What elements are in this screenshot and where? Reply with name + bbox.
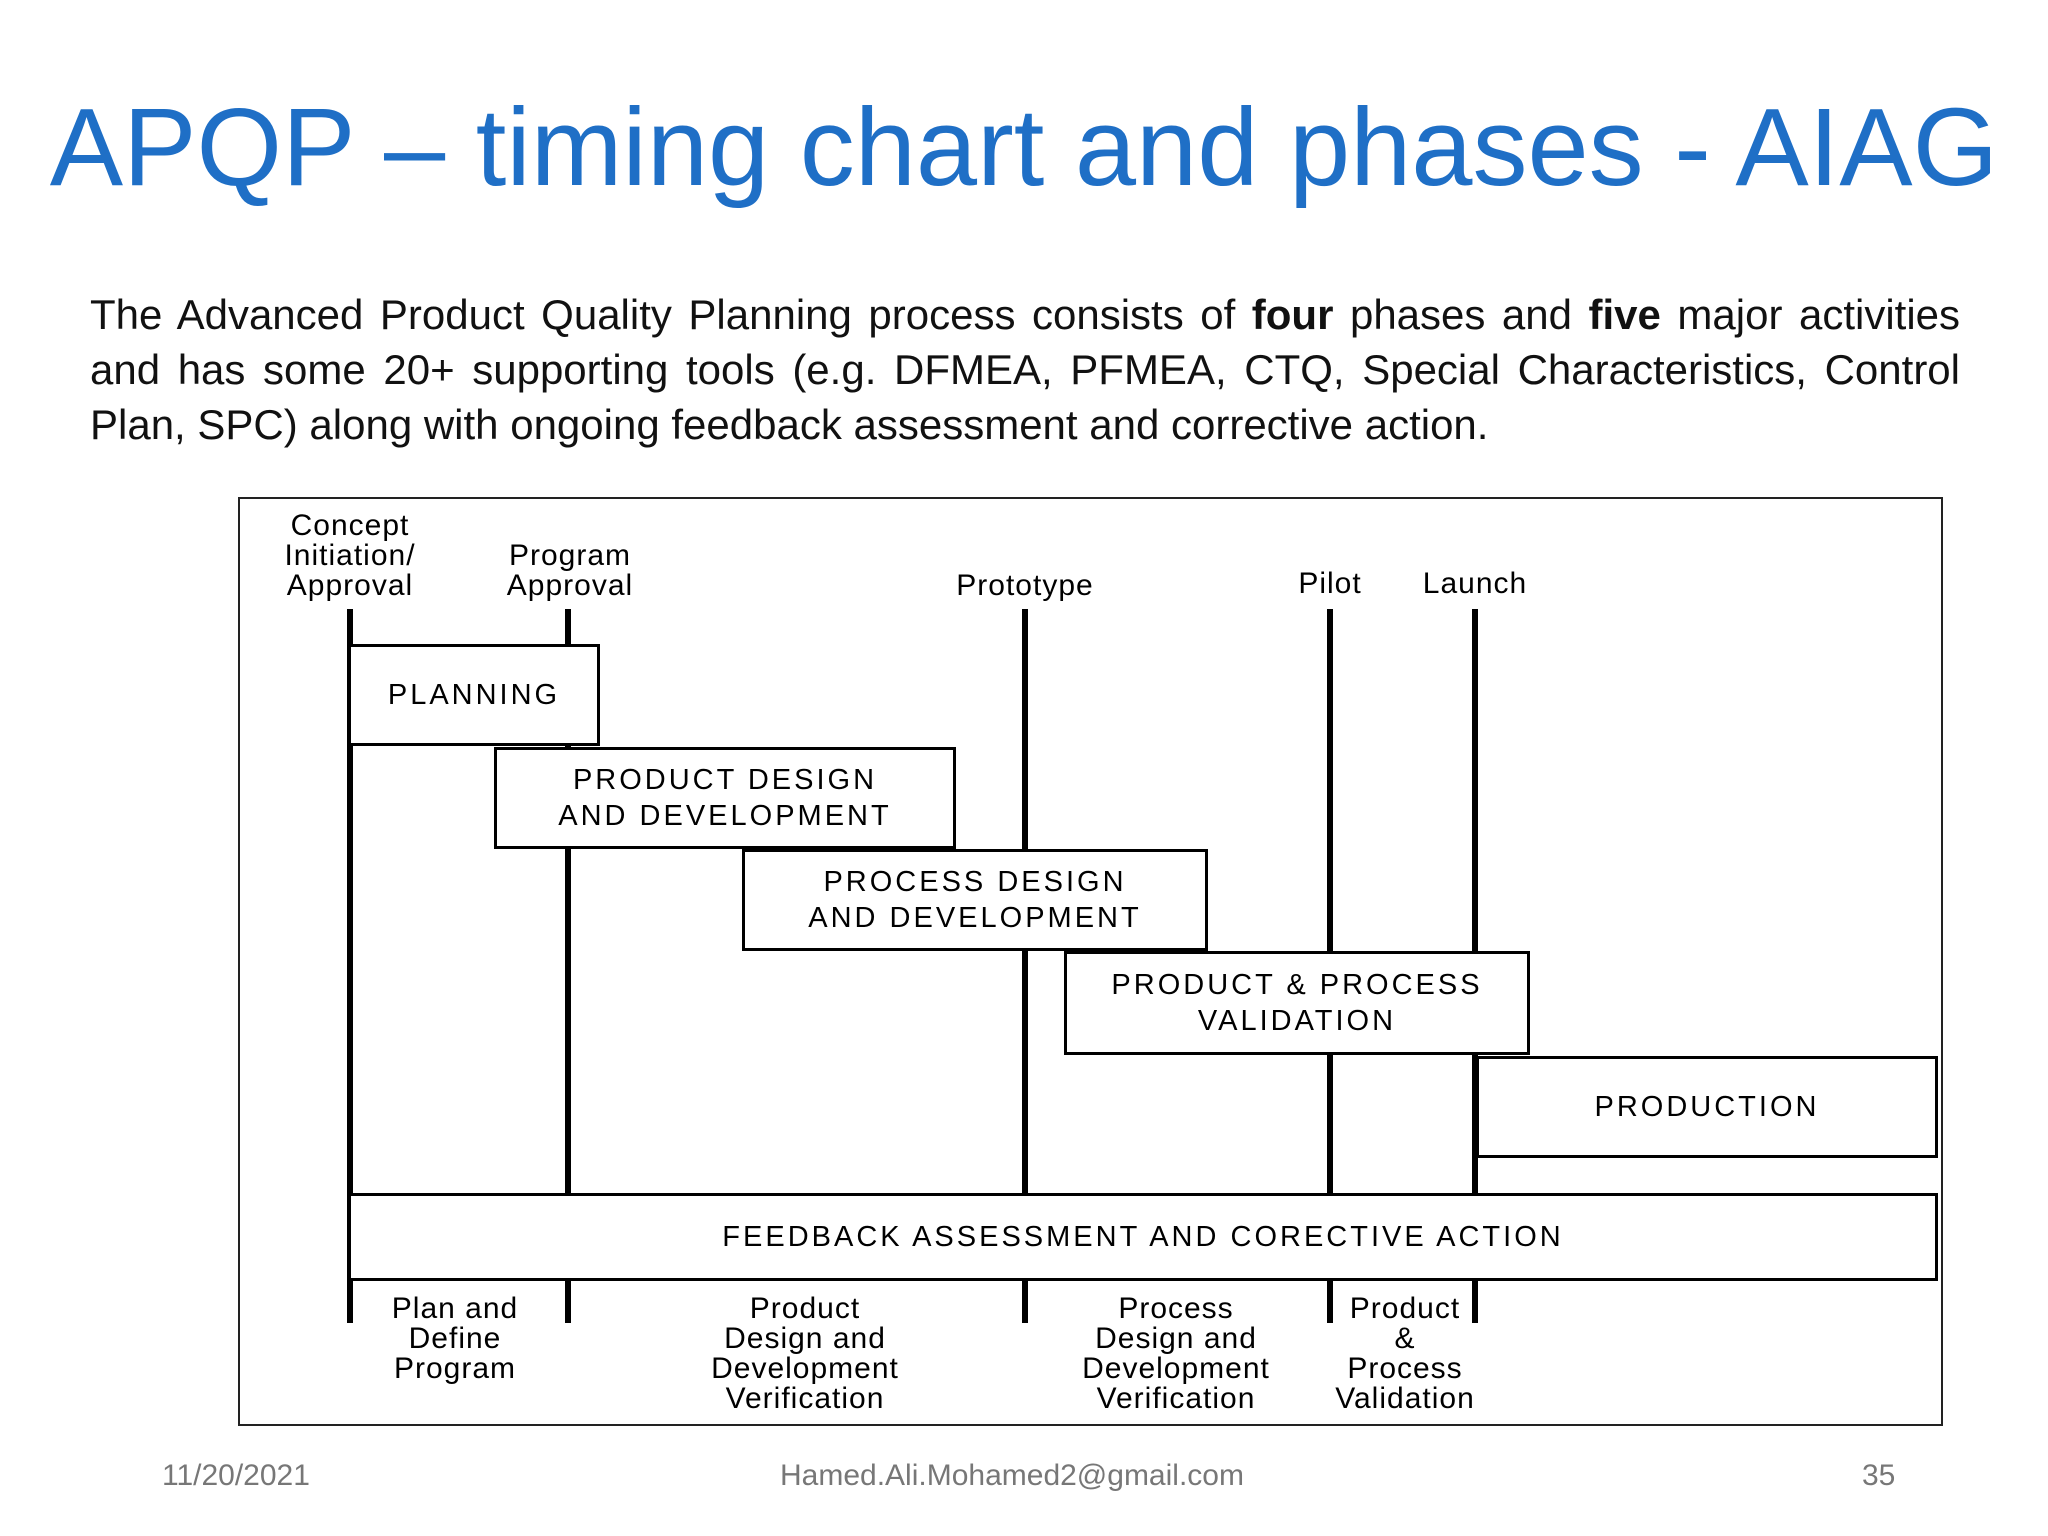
footer-date: 11/20/2021 bbox=[162, 1459, 310, 1492]
phase-planning: PLANNING bbox=[348, 644, 600, 746]
intro-text-3: major activities and has some 20+ suppor… bbox=[90, 291, 1961, 448]
phase-process-design: PROCESS DESIGN AND DEVELOPMENT bbox=[742, 849, 1208, 951]
milestone-pilot-label: Pilot bbox=[1298, 567, 1362, 600]
intro-bold-five: five bbox=[1588, 291, 1661, 338]
milestone-prototype-label: Prototype bbox=[956, 569, 1094, 602]
activity-process-verification: Process Design and Development Verificat… bbox=[1082, 1292, 1270, 1415]
milestone-program-label: Program Approval bbox=[506, 539, 634, 602]
phase-product-design: PRODUCT DESIGN AND DEVELOPMENT bbox=[494, 747, 956, 849]
intro-text-2: phases and bbox=[1333, 291, 1589, 338]
milestone-concept-label: Concept Initiation/ Approval bbox=[284, 509, 416, 602]
feedback-bar: FEEDBACK ASSESSMENT AND CORECTIVE ACTION bbox=[348, 1193, 1938, 1281]
activity-product-verification: Product Design and Development Verificat… bbox=[711, 1292, 899, 1415]
phase-validation: PRODUCT & PROCESS VALIDATION bbox=[1064, 951, 1530, 1055]
intro-text-1: The Advanced Product Quality Planning pr… bbox=[90, 291, 1252, 338]
intro-paragraph: The Advanced Product Quality Planning pr… bbox=[90, 287, 1960, 452]
phase-production: PRODUCTION bbox=[1476, 1056, 1938, 1158]
milestone-line-concept bbox=[347, 609, 353, 1323]
footer-page-number: 35 bbox=[1862, 1459, 1896, 1492]
apqp-timing-diagram: Concept Initiation/ Approval Program App… bbox=[238, 497, 1943, 1426]
activity-validation: Product & Process Validation bbox=[1335, 1292, 1475, 1415]
footer-email: Hamed.Ali.Mohamed2@gmail.com bbox=[780, 1459, 1244, 1492]
milestone-line-prototype bbox=[1022, 609, 1028, 1323]
milestone-line-program bbox=[565, 609, 571, 1323]
intro-bold-four: four bbox=[1251, 291, 1334, 338]
slide-title: APQP – timing chart and phases - AIAG bbox=[49, 86, 1999, 209]
activity-plan-define: Plan and Define Program bbox=[391, 1292, 519, 1385]
milestone-launch-label: Launch bbox=[1422, 567, 1528, 600]
